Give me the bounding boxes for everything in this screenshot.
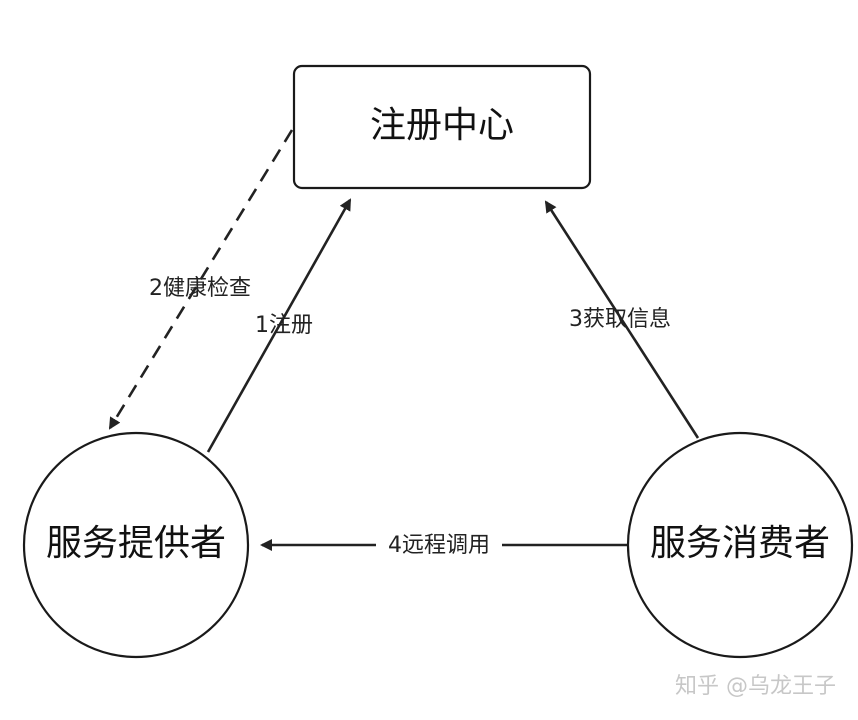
node-registry: 注册中心 (292, 64, 592, 190)
edge-fetch-info-label: 3获取信息 (569, 307, 671, 332)
edge-remote-call-label-group: 4远程调用 (376, 530, 502, 560)
node-registry-label: 注册中心 (370, 105, 514, 146)
edge-register (206, 198, 352, 453)
node-consumer-label: 服务消费者 (650, 523, 830, 564)
edge-remote-call-label: 4远程调用 (388, 533, 490, 558)
edge-fetch-info (544, 200, 700, 439)
node-provider-label: 服务提供者 (46, 523, 226, 564)
edge-register-label: 1注册 (255, 313, 313, 338)
watermark: 知乎 @乌龙王子 (675, 674, 836, 699)
node-consumer: 服务消费者 (626, 431, 854, 659)
edge-health-check (108, 129, 294, 430)
node-provider: 服务提供者 (22, 431, 250, 659)
edge-health-check-label: 2健康检查 (149, 276, 251, 301)
